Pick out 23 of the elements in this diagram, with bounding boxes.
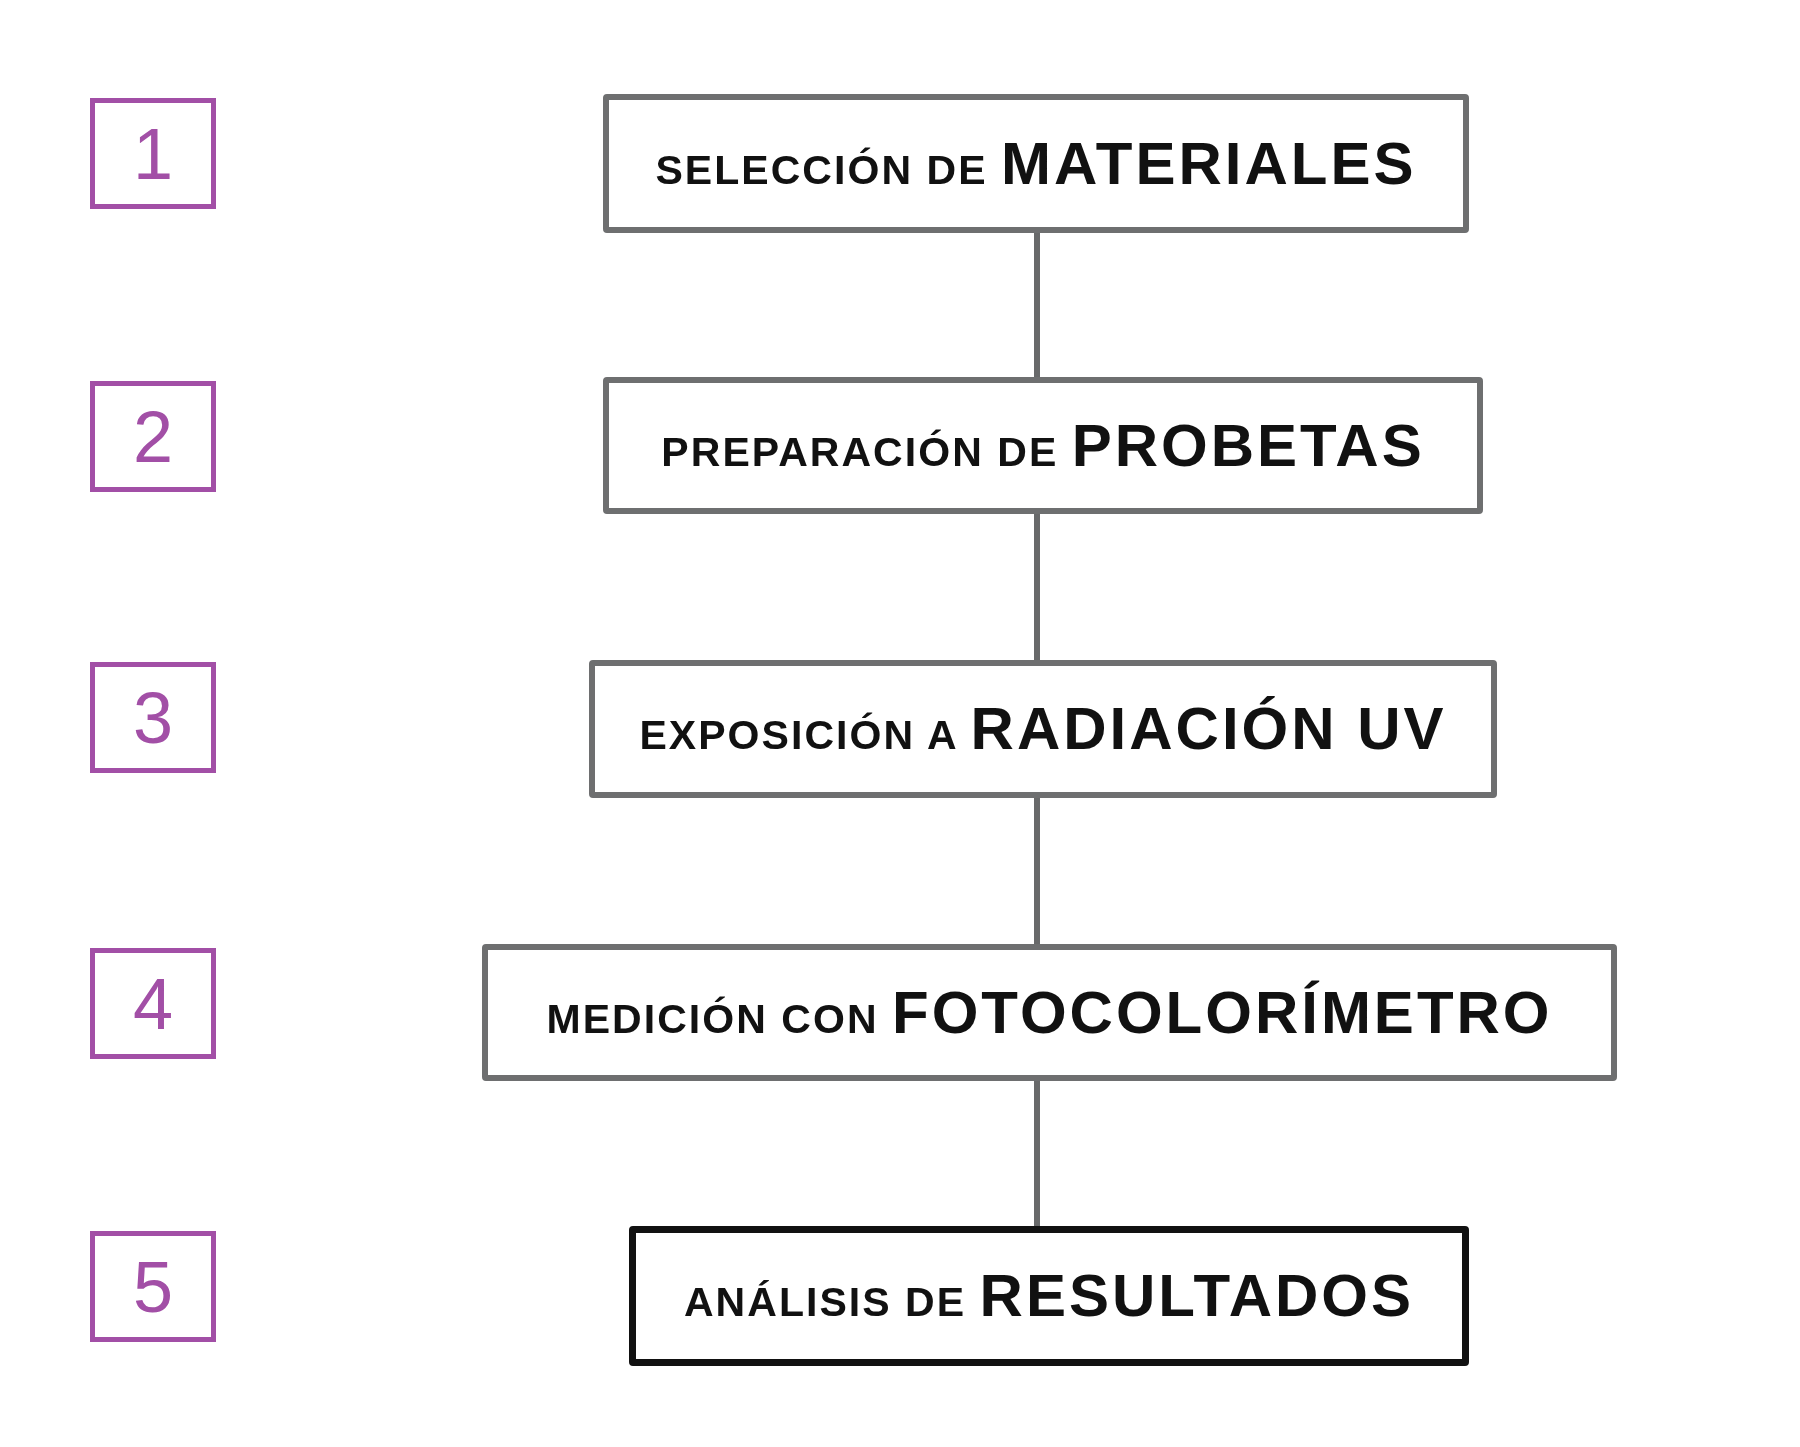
step-number: 3	[132, 681, 173, 754]
connector-line	[1034, 233, 1040, 377]
connector-line	[1034, 1081, 1040, 1226]
step-label: ANÁLISIS DE RESULTADOS	[683, 1266, 1415, 1326]
process-box	[629, 1226, 1469, 1366]
step-number: 2	[132, 400, 173, 473]
step-number-box	[90, 381, 216, 492]
step-number-box	[90, 948, 216, 1059]
step-number-box	[90, 1231, 216, 1342]
process-box	[482, 944, 1617, 1081]
step-label: MEDICIÓN CON FOTOCOLORÍMETRO	[546, 982, 1553, 1043]
step-number: 4	[132, 967, 173, 1040]
step-number-box	[90, 98, 216, 209]
connector-line	[1034, 514, 1040, 660]
process-box	[603, 94, 1469, 233]
step-label: SELECCIÓN DE MATERIALES	[655, 133, 1417, 194]
step-number: 5	[132, 1250, 173, 1323]
step-label: PREPARACIÓN DE PROBETAS	[661, 415, 1425, 476]
process-box	[603, 377, 1483, 514]
process-box	[589, 660, 1497, 798]
step-number-box	[90, 662, 216, 773]
connector-line	[1034, 798, 1040, 944]
step-number: 1	[132, 117, 173, 190]
